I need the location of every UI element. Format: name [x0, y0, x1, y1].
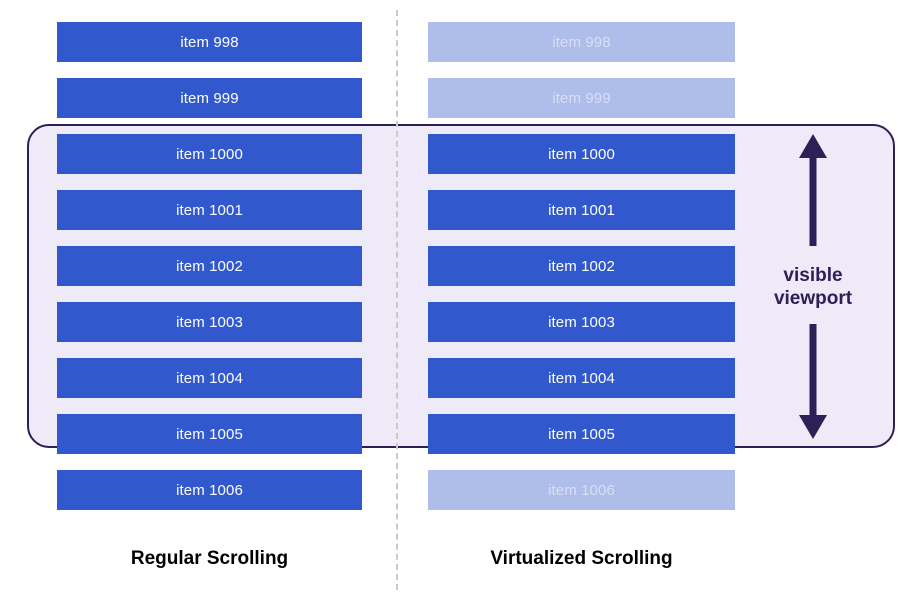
list-item[interactable]: item 1004: [57, 358, 362, 398]
arrow-up-icon: [796, 134, 830, 251]
list-item[interactable]: item 1001: [428, 190, 735, 230]
list-item[interactable]: item 998: [428, 22, 735, 62]
list-item[interactable]: item 1005: [57, 414, 362, 454]
list-item[interactable]: item 1003: [428, 302, 735, 342]
visible-viewport-annotation: visible viewport: [752, 134, 874, 444]
list-item[interactable]: item 1001: [57, 190, 362, 230]
list-item[interactable]: item 999: [428, 78, 735, 118]
visible-viewport-label: visible viewport: [773, 265, 853, 309]
list-item[interactable]: item 998: [57, 22, 362, 62]
list-item[interactable]: item 1002: [428, 246, 735, 286]
list-item[interactable]: item 1005: [428, 414, 735, 454]
caption-regular-scrolling: Regular Scrolling: [130, 548, 289, 569]
column-divider: [396, 10, 398, 590]
list-item[interactable]: item 1004: [428, 358, 735, 398]
list-item[interactable]: item 1002: [57, 246, 362, 286]
list-item[interactable]: item 1006: [57, 470, 362, 510]
list-item[interactable]: item 1000: [428, 134, 735, 174]
list-item[interactable]: item 999: [57, 78, 362, 118]
arrow-down-icon: [796, 324, 830, 444]
list-item[interactable]: item 1000: [57, 134, 362, 174]
list-item[interactable]: item 1003: [57, 302, 362, 342]
list-item[interactable]: item 1006: [428, 470, 735, 510]
caption-virtualized-scrolling: Virtualized Scrolling: [490, 548, 673, 569]
